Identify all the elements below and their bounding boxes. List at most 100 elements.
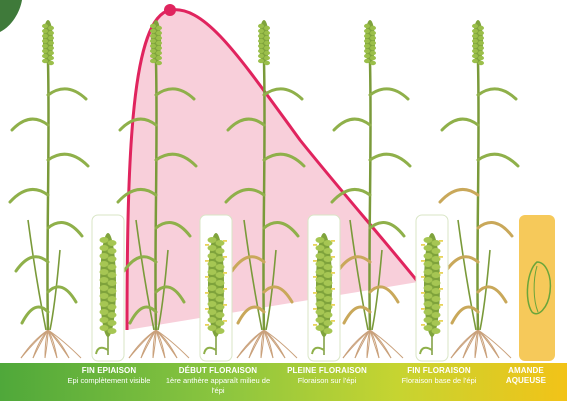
- card-spikelet: [216, 328, 225, 334]
- spikelet: [156, 56, 162, 60]
- spikelet: [478, 26, 484, 30]
- card-spikelet: [100, 293, 109, 299]
- spikelet: [370, 31, 376, 35]
- anther: [331, 240, 335, 242]
- spikelet: [472, 59, 478, 63]
- spikelet: [258, 49, 264, 53]
- stage-debut-floraison: DÉBUT FLORAISON 1ère anthère apparaît mi…: [163, 366, 273, 396]
- stage-title: FIN FLORAISON: [384, 366, 494, 376]
- card-spikelet: [100, 317, 109, 323]
- spikelet: [472, 24, 478, 28]
- card-spikelet: [324, 296, 333, 302]
- spikelet: [364, 29, 370, 33]
- card-spikelet: [432, 328, 441, 334]
- spikelet: [150, 44, 156, 48]
- spikelet: [478, 51, 484, 55]
- card-spikelet: [216, 296, 225, 302]
- leaf: [16, 257, 48, 271]
- anther: [313, 308, 317, 310]
- card-spikelet: [100, 277, 109, 283]
- card-spikelet: [108, 256, 117, 262]
- card-spikelet: [108, 240, 117, 246]
- spikelet: [48, 61, 54, 65]
- leaf: [48, 89, 86, 99]
- leaf: [10, 189, 48, 202]
- card-spikelet: [316, 253, 325, 259]
- card-spikelet: [100, 309, 109, 315]
- card-spikelet: [316, 317, 325, 323]
- card-spikelet: [324, 312, 333, 318]
- spikelet: [478, 56, 484, 60]
- spikelet: [264, 61, 270, 65]
- anther: [421, 324, 425, 326]
- card-spikelet: [316, 309, 325, 315]
- anther: [421, 260, 425, 262]
- spikelet: [42, 29, 48, 33]
- card-spikelet: [208, 309, 217, 315]
- anther: [205, 292, 209, 294]
- stage-title: PLEINE FLORAISON: [272, 366, 382, 376]
- card-spikelet: [108, 312, 117, 318]
- card-spikelet: [432, 296, 441, 302]
- card-spikelet: [424, 261, 433, 267]
- card-spikelet: [432, 248, 441, 254]
- spikelet: [264, 46, 270, 50]
- spikelet: [478, 31, 484, 35]
- card-spikelet: [108, 288, 117, 294]
- anther: [223, 304, 227, 306]
- card-spikelet: [208, 253, 217, 259]
- leaf: [48, 223, 82, 236]
- stage-title: AMANDE AQUEUSE: [490, 366, 562, 386]
- ear-card: [416, 215, 448, 361]
- card-spikelet: [100, 301, 109, 307]
- spikelet: [264, 51, 270, 55]
- card-spikelet: [208, 317, 217, 323]
- leaf: [478, 223, 512, 236]
- anther: [223, 272, 227, 274]
- card-spikelet: [108, 280, 117, 286]
- stage-fin-epiaison: FIN EPIAISON Epi complètement visible: [54, 366, 164, 386]
- spikelet: [364, 49, 370, 53]
- card-spikelet: [216, 264, 225, 270]
- card-spikelet: [424, 277, 433, 283]
- spikelet: [264, 31, 270, 35]
- spikelet: [258, 44, 264, 48]
- anther: [223, 240, 227, 242]
- card-spikelet: [424, 269, 433, 275]
- card-spikelet: [108, 272, 117, 278]
- anther: [313, 260, 317, 262]
- spikelet: [150, 29, 156, 33]
- wheat-ear: [364, 20, 376, 65]
- anther: [439, 288, 443, 290]
- card-spikelet: [424, 309, 433, 315]
- leaf: [370, 89, 408, 99]
- anther: [223, 320, 227, 322]
- corner-leaf-decoration: [0, 0, 22, 32]
- spikelet: [258, 34, 264, 38]
- card-spikelet: [108, 328, 117, 334]
- wheat-ear: [472, 20, 484, 65]
- anther: [205, 324, 209, 326]
- card-spikelet: [316, 301, 325, 307]
- anther: [205, 276, 209, 278]
- spikelet: [264, 41, 270, 45]
- card-spikelet: [208, 237, 217, 243]
- ear-card: [308, 215, 340, 361]
- spikelet: [150, 54, 156, 58]
- card-spikelet: [108, 264, 117, 270]
- spikelet: [150, 34, 156, 38]
- card-spikelet: [208, 261, 217, 267]
- card-spikelet: [316, 285, 325, 291]
- card-spikelet: [216, 280, 225, 286]
- tiller: [458, 220, 476, 330]
- card-spikelet: [324, 328, 333, 334]
- spikelet: [370, 61, 376, 65]
- anther: [439, 256, 443, 258]
- card-spikelet: [108, 304, 117, 310]
- card-spikelet: [208, 245, 217, 251]
- stage-subtitle: Floraison base de l'épi: [384, 376, 494, 386]
- spikelet: [364, 39, 370, 43]
- stage-title: DÉBUT FLORAISON: [163, 366, 273, 376]
- leaf: [478, 89, 516, 99]
- card-spikelet: [424, 301, 433, 307]
